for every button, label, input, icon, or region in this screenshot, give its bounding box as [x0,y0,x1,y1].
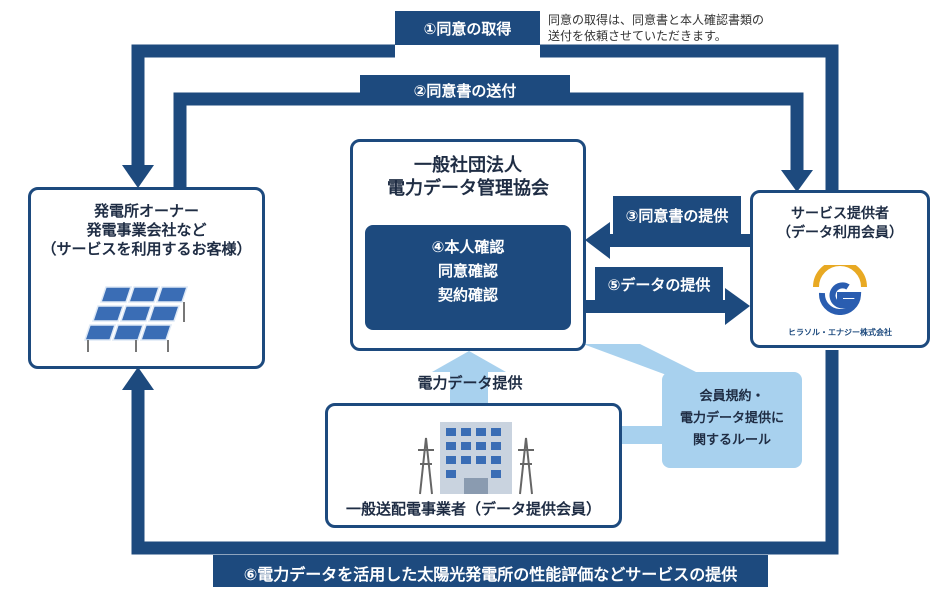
consent-note-line1: 同意の取得は、同意書と本人確認書類の [548,13,765,27]
arrow-up-data [432,351,506,372]
verification-line3: 契約確認 [437,286,498,304]
consent-note: 同意の取得は、同意書と本人確認書類の 送付を依頼させていただきます。 [548,12,764,44]
owner-line2: 発電事業会社など [86,221,207,239]
verification-panel: ④本人確認 同意確認 契約確認 [365,225,571,330]
association-line2: 電力データ管理協会 [387,178,549,199]
owner-line1: 発電所オーナー [93,202,199,220]
rules-box [662,372,802,468]
power-tower-icon [418,437,534,495]
rules-line2: 電力データ提供に [679,411,784,426]
data-supply-label: 電力データ提供 [417,374,523,392]
step-2-label: ②同意書の送付 [413,82,517,100]
arrow-up-owner [122,367,154,390]
step-3-label: ③同意書の提供 [625,207,729,225]
utility-box: 一般送配電事業者（データ提供会員） [325,403,622,528]
arrow-to-association [585,222,610,259]
association-line1: 一般社団法人 [414,155,522,176]
company-name: ヒラソル・エナジー株式会社 [788,328,892,337]
step-5-label: ⑤データの提供 [607,276,711,294]
company-logo-icon [813,265,867,315]
consent-note-line2: 送付を依頼させていただきます。 [548,29,727,43]
step-3-banner [613,196,741,234]
verification-line1: ④本人確認 [431,238,505,256]
rules-connector [583,344,700,444]
owner-box: 発電所オーナー 発電事業会社など （サービスを利用するお客様） [28,187,265,369]
building-icon [418,422,534,495]
association-title: 一般社団法人 電力データ管理協会 [353,154,583,200]
verification-line2: 同意確認 [437,262,498,280]
step-6-label: ⑥電力データを活用した太陽光発電所の性能評価などサービスの提供 [243,565,738,584]
arrow-data-to-provider [725,288,750,325]
step-5-banner [595,267,723,300]
provider-line2: （データ利用会員） [777,225,903,241]
owner-line3: （サービスを利用するお客様） [41,240,252,258]
rules-text: 会員規約・ 電力データ提供に 関するルール [662,386,802,452]
step-2-banner [360,75,570,105]
step-1-label: ①同意の取得 [423,20,512,38]
loop-1-path [131,44,395,165]
solar-panel-icon [83,286,189,352]
owner-text: 発電所オーナー 発電事業会社など （サービスを利用するお客様） [31,202,262,259]
rules-line1: 会員規約・ [699,389,765,404]
step-1-banner [395,11,540,45]
provider-line1: サービス提供者 [791,206,889,222]
loop-1-path-right [540,44,839,190]
arrow-to-owner [122,165,154,188]
arrow-to-provider [781,170,813,192]
provider-text: サービス提供者 （データ利用会員） [753,205,927,243]
rules-line3: 関するルール [692,433,771,448]
association-box: 一般社団法人 電力データ管理協会 ④本人確認 同意確認 契約確認 [350,139,586,351]
utility-label: 一般送配電事業者（データ提供会員） [345,500,601,518]
step-6-banner [213,555,768,587]
loop-6-path [131,350,839,555]
provider-box: サービス提供者 （データ利用会員） ヒラソル・エナジー株式会社 [750,190,930,348]
